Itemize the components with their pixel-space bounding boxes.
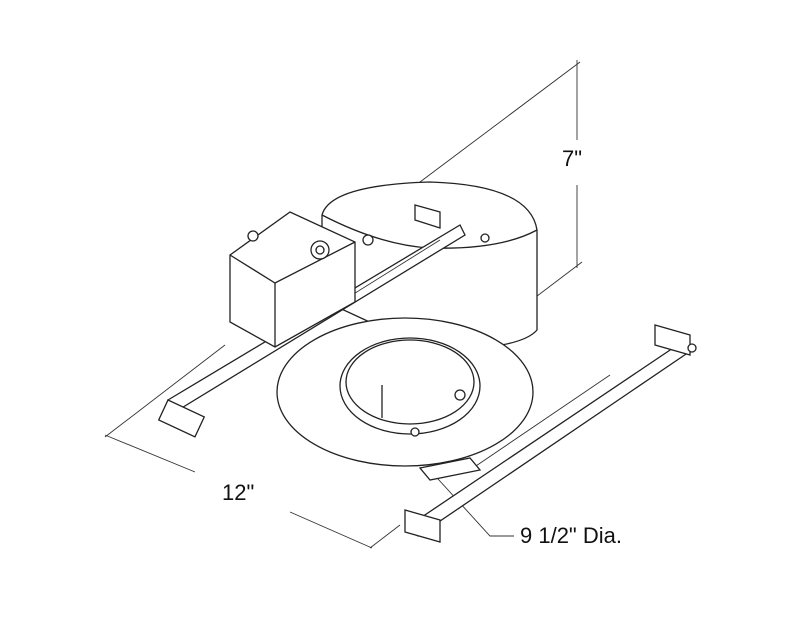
right-bar-hanger [404,324,697,543]
diameter-leader [427,467,514,537]
housing-can [321,181,538,351]
width-dimension [104,344,401,549]
diameter-label: 9 1/2" Dia. [520,523,622,548]
junction-box [229,211,356,348]
width-label: 12" [222,480,255,505]
trim-flange [276,317,534,467]
height-label: 7" [562,146,583,171]
